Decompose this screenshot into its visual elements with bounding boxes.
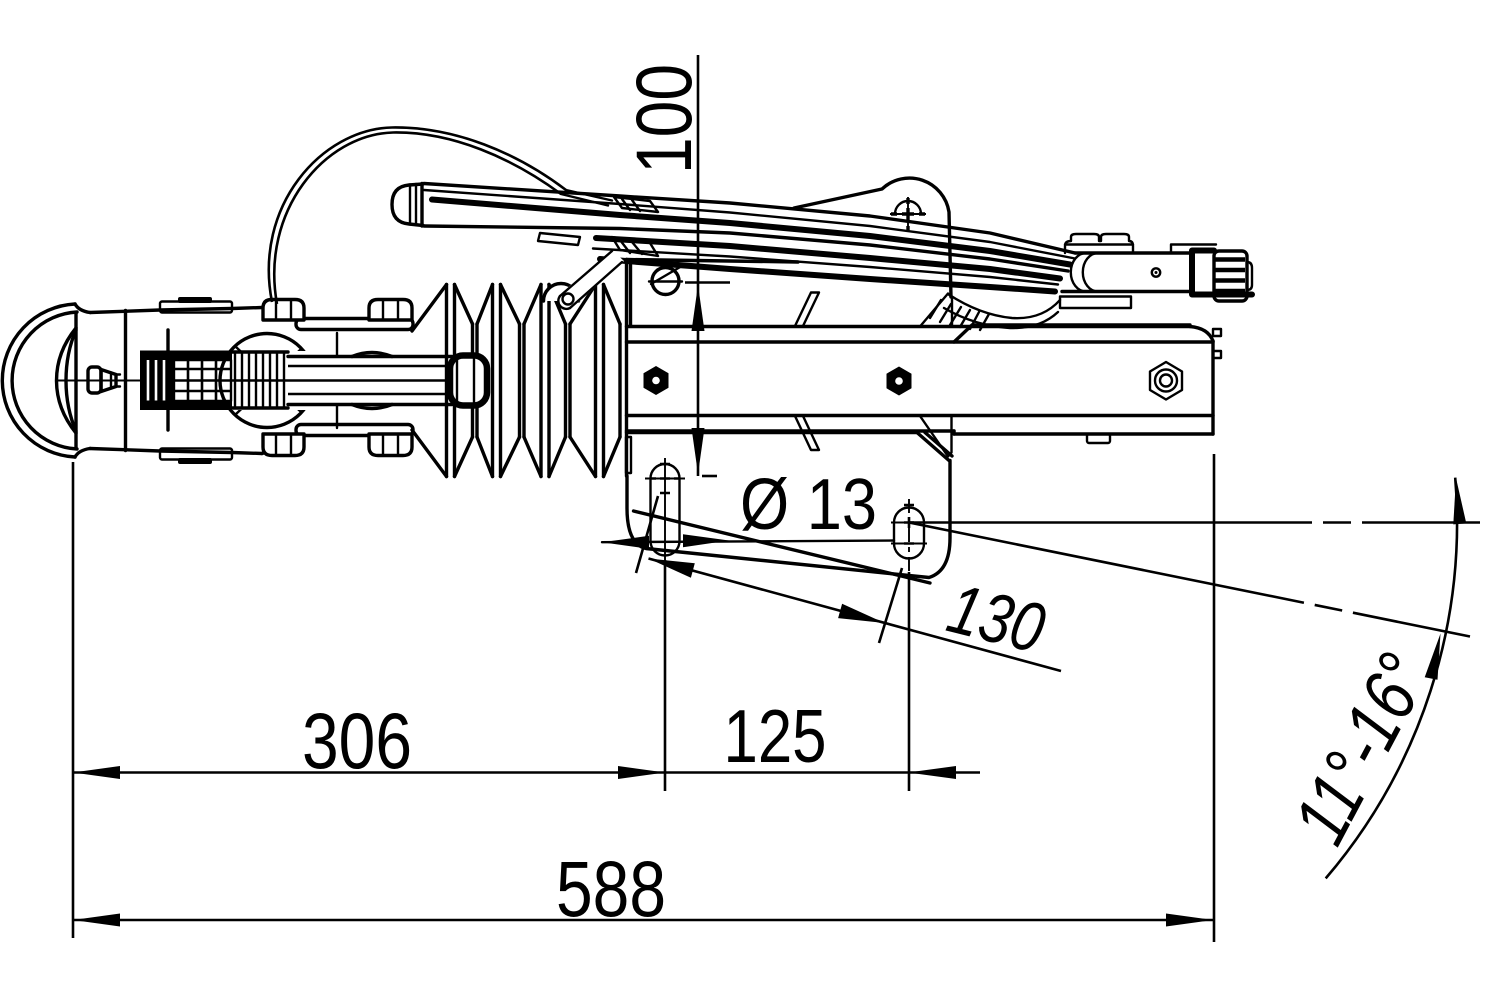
svg-text:306: 306: [302, 696, 412, 785]
svg-text:Ø 13: Ø 13: [740, 465, 877, 545]
svg-text:588: 588: [556, 844, 666, 933]
svg-text:125: 125: [724, 694, 827, 778]
svg-text:100: 100: [619, 64, 708, 174]
